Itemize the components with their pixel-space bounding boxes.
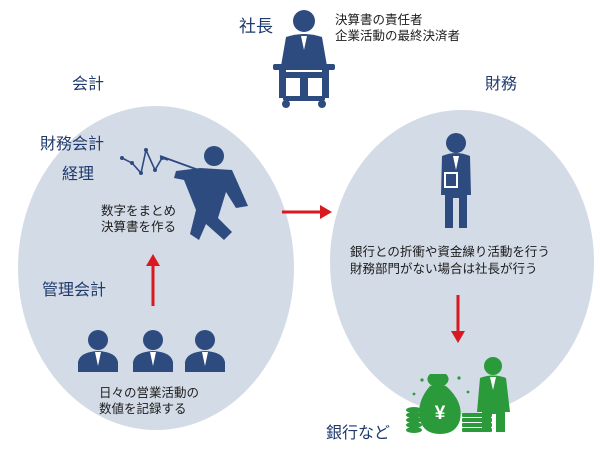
banker-icon — [477, 357, 510, 432]
president-desc-line1: 決算書の責任者 — [335, 12, 423, 27]
finance-staff-icon — [441, 133, 471, 228]
bank-label: 銀行など — [326, 423, 391, 442]
staff-desc-line2: 数値を記録する — [99, 401, 187, 416]
money-bag-icon: ¥ — [408, 374, 470, 434]
arrow-management-to-financial — [146, 254, 160, 306]
staff-icon-3 — [185, 330, 225, 372]
financial-accounting-label: 財務会計 — [40, 134, 105, 153]
financial-desc-line2: 決算書を作る — [101, 219, 177, 234]
staff-icon-1 — [78, 330, 118, 372]
yen-symbol: ¥ — [435, 403, 446, 424]
finance-title: 財務 — [485, 74, 518, 93]
staff-icon-2 — [133, 330, 173, 372]
accounting-circle — [18, 106, 294, 430]
finance-desc-line2: 財務部門がない場合は社長が行う — [350, 261, 538, 276]
finance-desc-line1: 銀行との折衝や資金繰り活動を行う — [350, 244, 550, 259]
arrow-finance-to-bank — [451, 295, 465, 343]
staff-desc-line1: 日々の営業活動の — [99, 385, 200, 400]
management-accounting-label: 管理会計 — [42, 280, 107, 299]
president-label: 社長 — [239, 17, 273, 37]
accounting-title: 会計 — [72, 74, 105, 93]
coin-stack-icon — [406, 407, 422, 433]
financial-accountant-icon — [174, 146, 248, 240]
president-desc-line2: 企業活動の最終決済者 — [335, 28, 461, 43]
financial-desc-line1: 数字をまとめ — [101, 203, 177, 218]
general-accounting-label: 経理 — [62, 164, 95, 183]
finance-circle — [330, 110, 594, 414]
president-icon — [273, 10, 335, 108]
arrow-accounting-to-finance — [282, 205, 332, 219]
